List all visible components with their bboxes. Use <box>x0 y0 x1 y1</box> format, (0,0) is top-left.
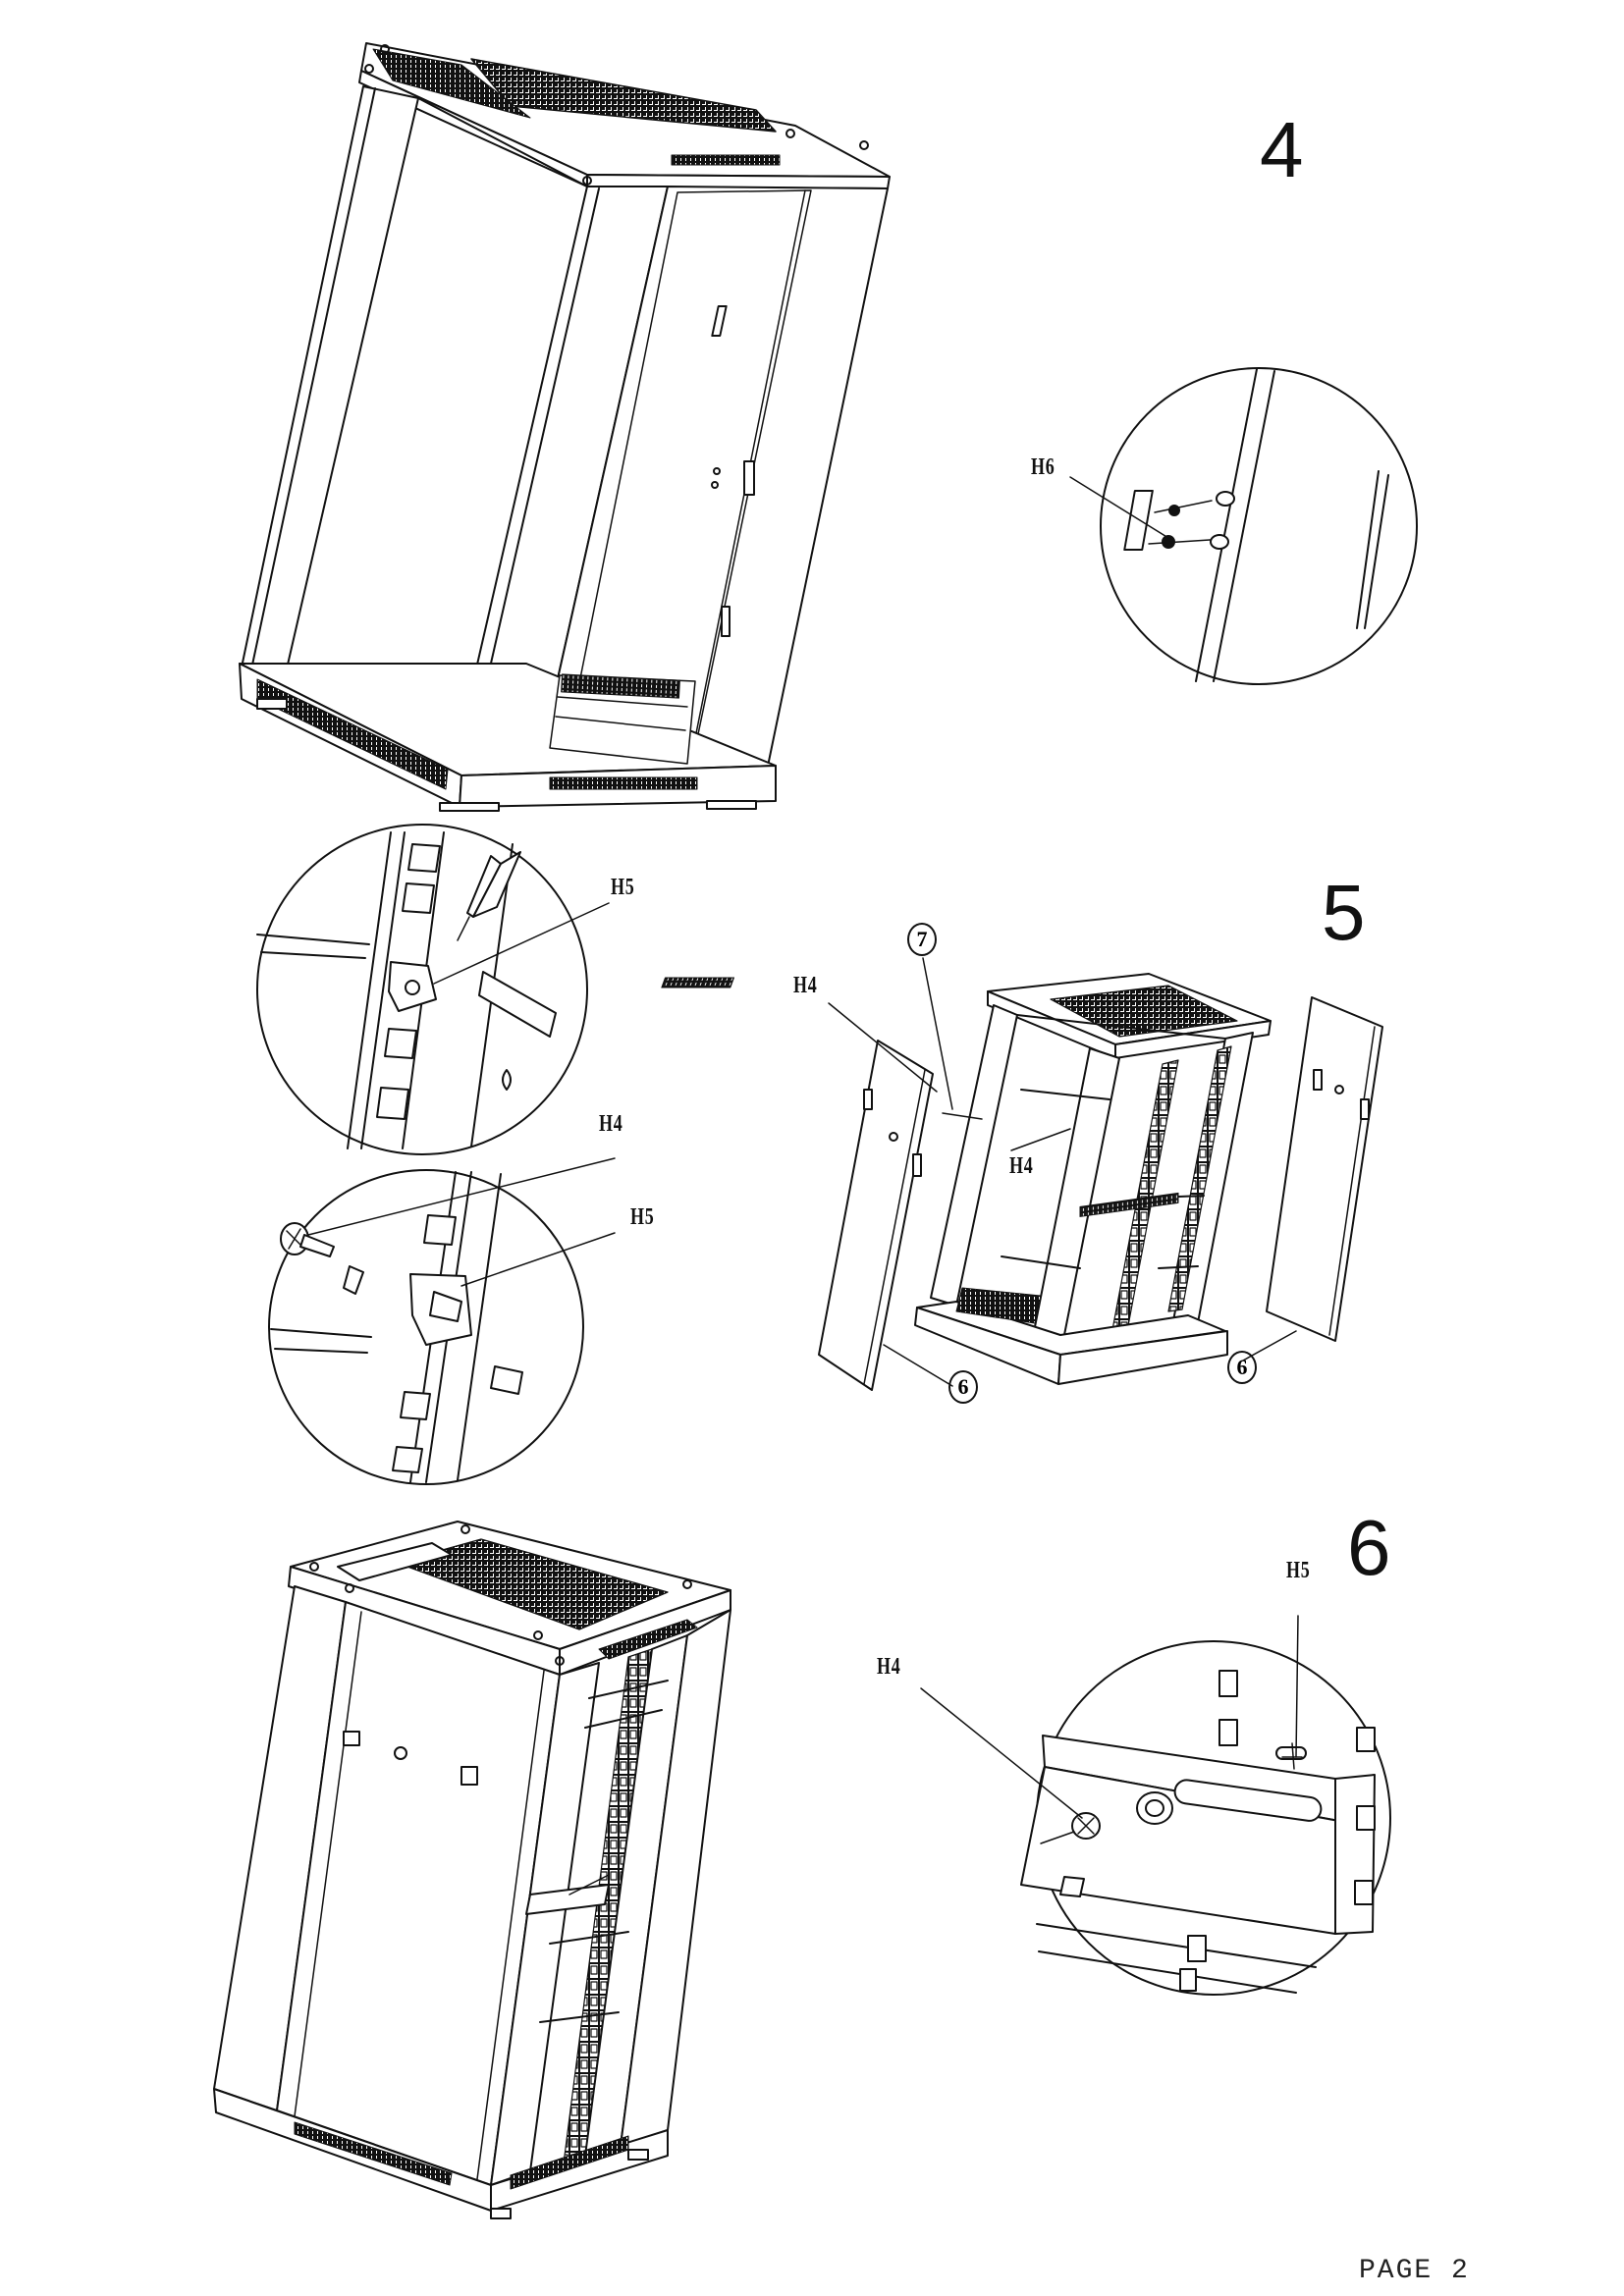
step-number-4: 4 <box>1260 106 1304 193</box>
callout-h5-top: H5 <box>611 875 635 900</box>
part-number-6-right: 6 <box>1227 1351 1257 1384</box>
h4-detail-circle <box>268 1157 616 1485</box>
step5-cabinet <box>661 957 1383 1391</box>
callout-h4-step5-left: H4 <box>793 973 818 998</box>
callout-h4-step6: H4 <box>877 1654 901 1680</box>
page-number: PAGE 2 <box>1359 2256 1470 2286</box>
h5-detail-circle <box>256 824 610 1155</box>
part-number-7: 7 <box>907 923 937 956</box>
part-number-6-left: 6 <box>948 1370 978 1404</box>
step-number-5: 5 <box>1322 869 1366 956</box>
callout-h4-step5-inner: H4 <box>1009 1153 1034 1179</box>
callout-h6: H6 <box>1031 454 1056 480</box>
step6-cabinet <box>213 1521 731 2219</box>
step6-detail-circle <box>920 1615 1391 1996</box>
step-number-6: 6 <box>1347 1504 1391 1591</box>
callout-h5-step6: H5 <box>1286 1558 1311 1583</box>
step4-detail-circle <box>1069 367 1418 685</box>
callout-h4-mid: H4 <box>599 1111 623 1137</box>
step4-cabinet <box>239 42 891 812</box>
callout-h5-mid: H5 <box>630 1204 655 1230</box>
